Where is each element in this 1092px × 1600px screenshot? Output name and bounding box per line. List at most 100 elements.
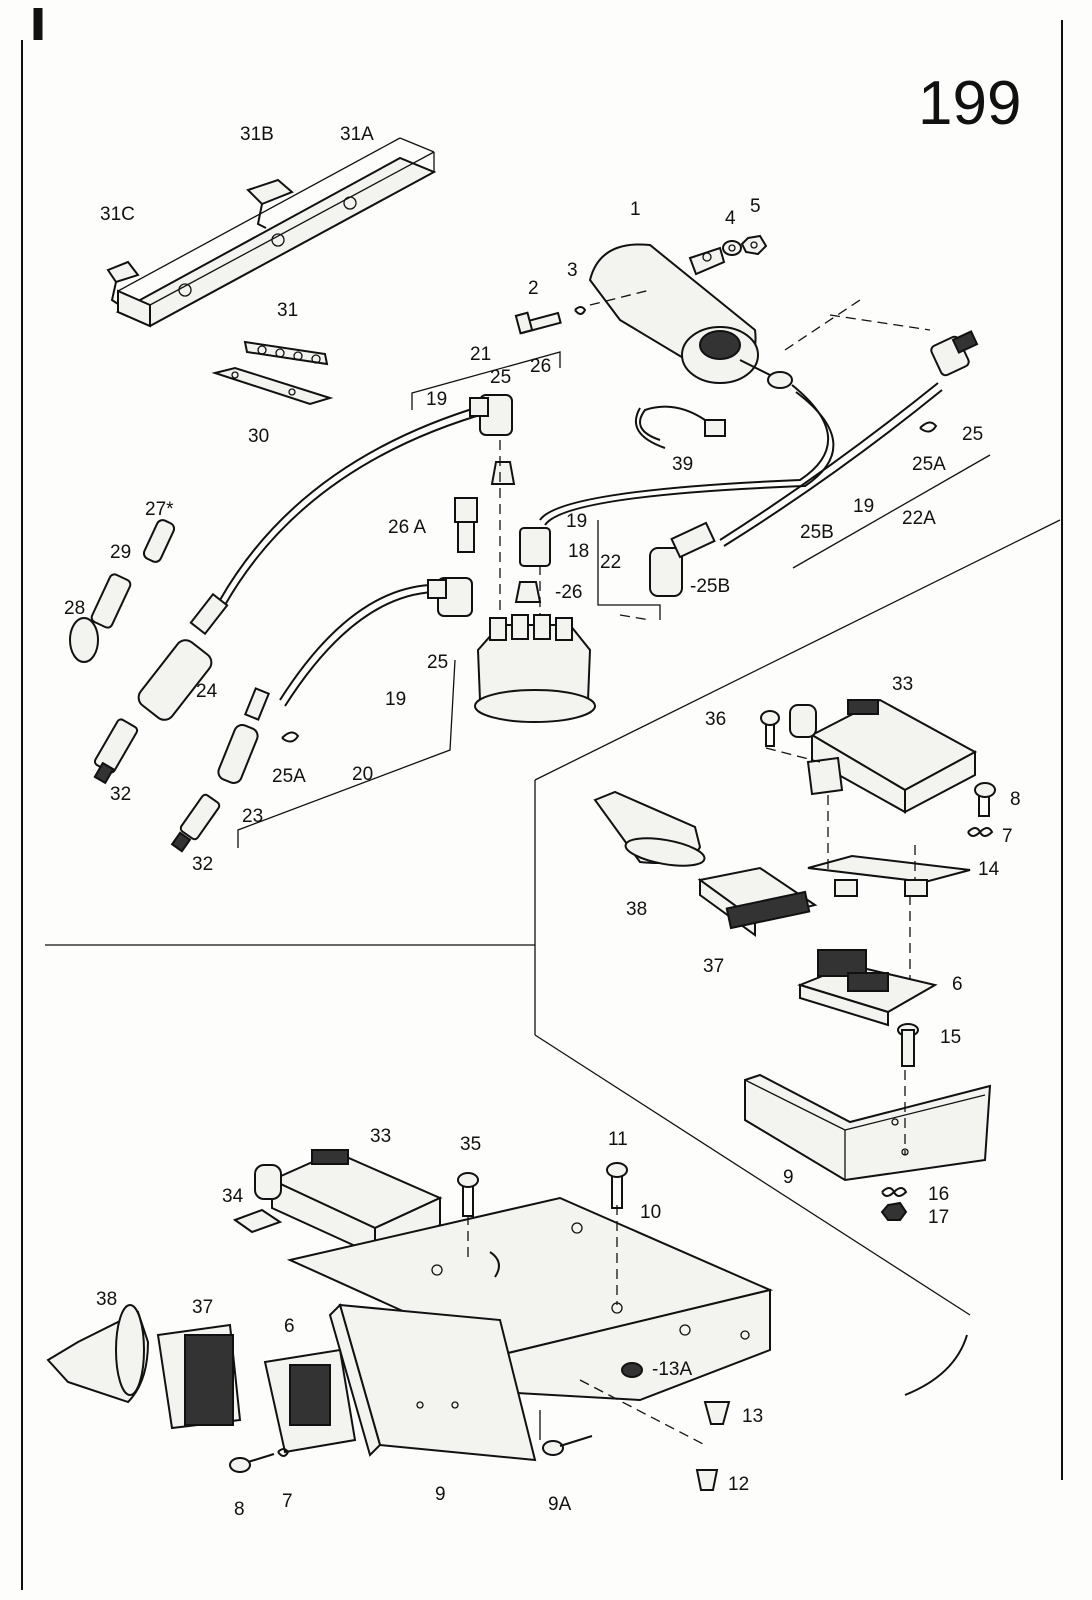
label-part-33-bottom: 33 (370, 1126, 391, 1147)
terminal-26-top (490, 461, 516, 485)
label-part-36: 36 (705, 709, 726, 730)
label-part-37-right: 37 (703, 956, 724, 977)
hall-module-6-bottom (263, 1348, 357, 1454)
clip-31C (106, 260, 140, 305)
label-part-38-bottom: 38 (96, 1289, 117, 1310)
label-part-37-bottom: 37 (192, 1297, 213, 1318)
nut-17 (880, 1201, 908, 1221)
label-part-31B: 31B (240, 124, 274, 145)
label-part-29: 29 (110, 542, 131, 563)
washer-7-bottom (277, 1448, 290, 1457)
page-number: 199 (918, 69, 1021, 138)
label-part-33-right: 33 (892, 674, 913, 695)
label-part-9-right: 9 (783, 1167, 794, 1188)
label-part-6-bottom: 6 (284, 1316, 295, 1337)
boot-28 (69, 617, 99, 663)
terminal-26-lower (514, 581, 542, 603)
washer-7-right (967, 827, 994, 837)
clip-31B (246, 178, 294, 229)
clip-12 (695, 1469, 719, 1491)
washer-16 (881, 1187, 908, 1197)
label-part-31A: 31A (340, 124, 374, 145)
screw-8-bottom (229, 1453, 275, 1473)
screw-8-right (974, 782, 996, 817)
bolt-2 (514, 311, 562, 335)
label-part-16: 16 (928, 1184, 949, 1205)
washer-3 (574, 306, 587, 315)
label-part-20: 20 (352, 764, 373, 785)
label-part-24: 24 (196, 681, 218, 702)
plug-37-right (697, 866, 818, 937)
label-part-12: 12 (728, 1474, 749, 1495)
connector-strip-31 (243, 340, 329, 366)
label-part-39: 39 (672, 454, 693, 475)
clip-25A-right (919, 421, 938, 433)
label-part-9-bottom: 9 (435, 1484, 446, 1505)
plug-connector-25-mid (427, 577, 473, 617)
terminal-18 (519, 527, 551, 567)
label-part-31C: 31C (100, 204, 135, 225)
label-part-25A-right: 25A (912, 454, 946, 475)
label-part-13A: -13A (652, 1359, 692, 1380)
washer-4 (722, 240, 742, 256)
ignition-shield-31A (115, 137, 437, 328)
label-part-3: 3 (567, 260, 578, 281)
label-part-15: 15 (940, 1027, 961, 1048)
tray-9-right (744, 1073, 992, 1182)
distributor-cap (474, 614, 596, 723)
label-part-2: 2 (528, 278, 539, 299)
label-part-9A: 9A (548, 1494, 572, 1515)
label-part-25A-left: 25A (272, 766, 306, 787)
label-part-19-top: 19 (426, 389, 447, 410)
label-part-14: 14 (978, 859, 1000, 880)
label-part-25-top: 25 (490, 367, 511, 388)
label-part-7-right: 7 (1002, 826, 1013, 847)
ignition-coil-1 (588, 243, 793, 389)
label-part-1: 1 (630, 199, 641, 220)
bracket-14 (807, 854, 971, 897)
plug-37-bottom (156, 1323, 242, 1430)
hall-module-6-right (796, 949, 938, 1027)
label-part-13: 13 (742, 1406, 763, 1427)
label-part-18: 18 (568, 541, 589, 562)
strap-39 (634, 405, 726, 449)
label-part-21: 21 (470, 344, 491, 365)
label-part-27: 27* (145, 499, 174, 520)
label-part-35: 35 (460, 1134, 481, 1155)
leader-line (589, 289, 651, 306)
bolt-15 (897, 1023, 919, 1067)
clip-13A (621, 1362, 643, 1378)
screw-9A (542, 1435, 593, 1456)
cover-boot-38-right (593, 790, 706, 867)
label-part-22A: 22A (902, 508, 936, 529)
label-part-28: 28 (64, 598, 85, 619)
cap-27 (142, 519, 176, 563)
label-part-19-lower: 19 (385, 689, 406, 710)
screw-36 (760, 710, 780, 747)
label-part-25B-right: 25B (800, 522, 834, 543)
label-part-26: -26 (555, 582, 582, 603)
label-part-11: 11 (608, 1129, 628, 1150)
plug-boot-24 (137, 592, 229, 721)
label-part-6-right: 6 (952, 974, 963, 995)
part-labels: 1 2 3 4 5 6 6 7 7 8 8 9 9 9A 10 11 12 13… (64, 124, 1021, 1520)
leader-brackets (237, 299, 991, 848)
right-leader-lines (765, 747, 916, 1155)
label-part-25B: -25B (690, 576, 730, 597)
cover-boot-38-bottom (46, 1304, 150, 1404)
suppressor-26A (454, 497, 478, 553)
label-part-32-upper: 32 (110, 784, 131, 805)
ht-lead-cables (219, 382, 943, 707)
bottom-leader-lines (467, 1205, 968, 1446)
control-unit-33-right (789, 698, 978, 814)
label-part-5: 5 (750, 196, 761, 217)
clip-13 (703, 1401, 731, 1425)
bracket-34 (232, 1208, 283, 1234)
screw-11 (606, 1162, 628, 1209)
label-part-22: 22 (600, 552, 621, 573)
plug-boot-23 (217, 687, 271, 784)
label-part-10: 10 (640, 1202, 661, 1223)
section-dividers (45, 519, 1061, 1316)
label-part-31: 31 (277, 300, 298, 321)
